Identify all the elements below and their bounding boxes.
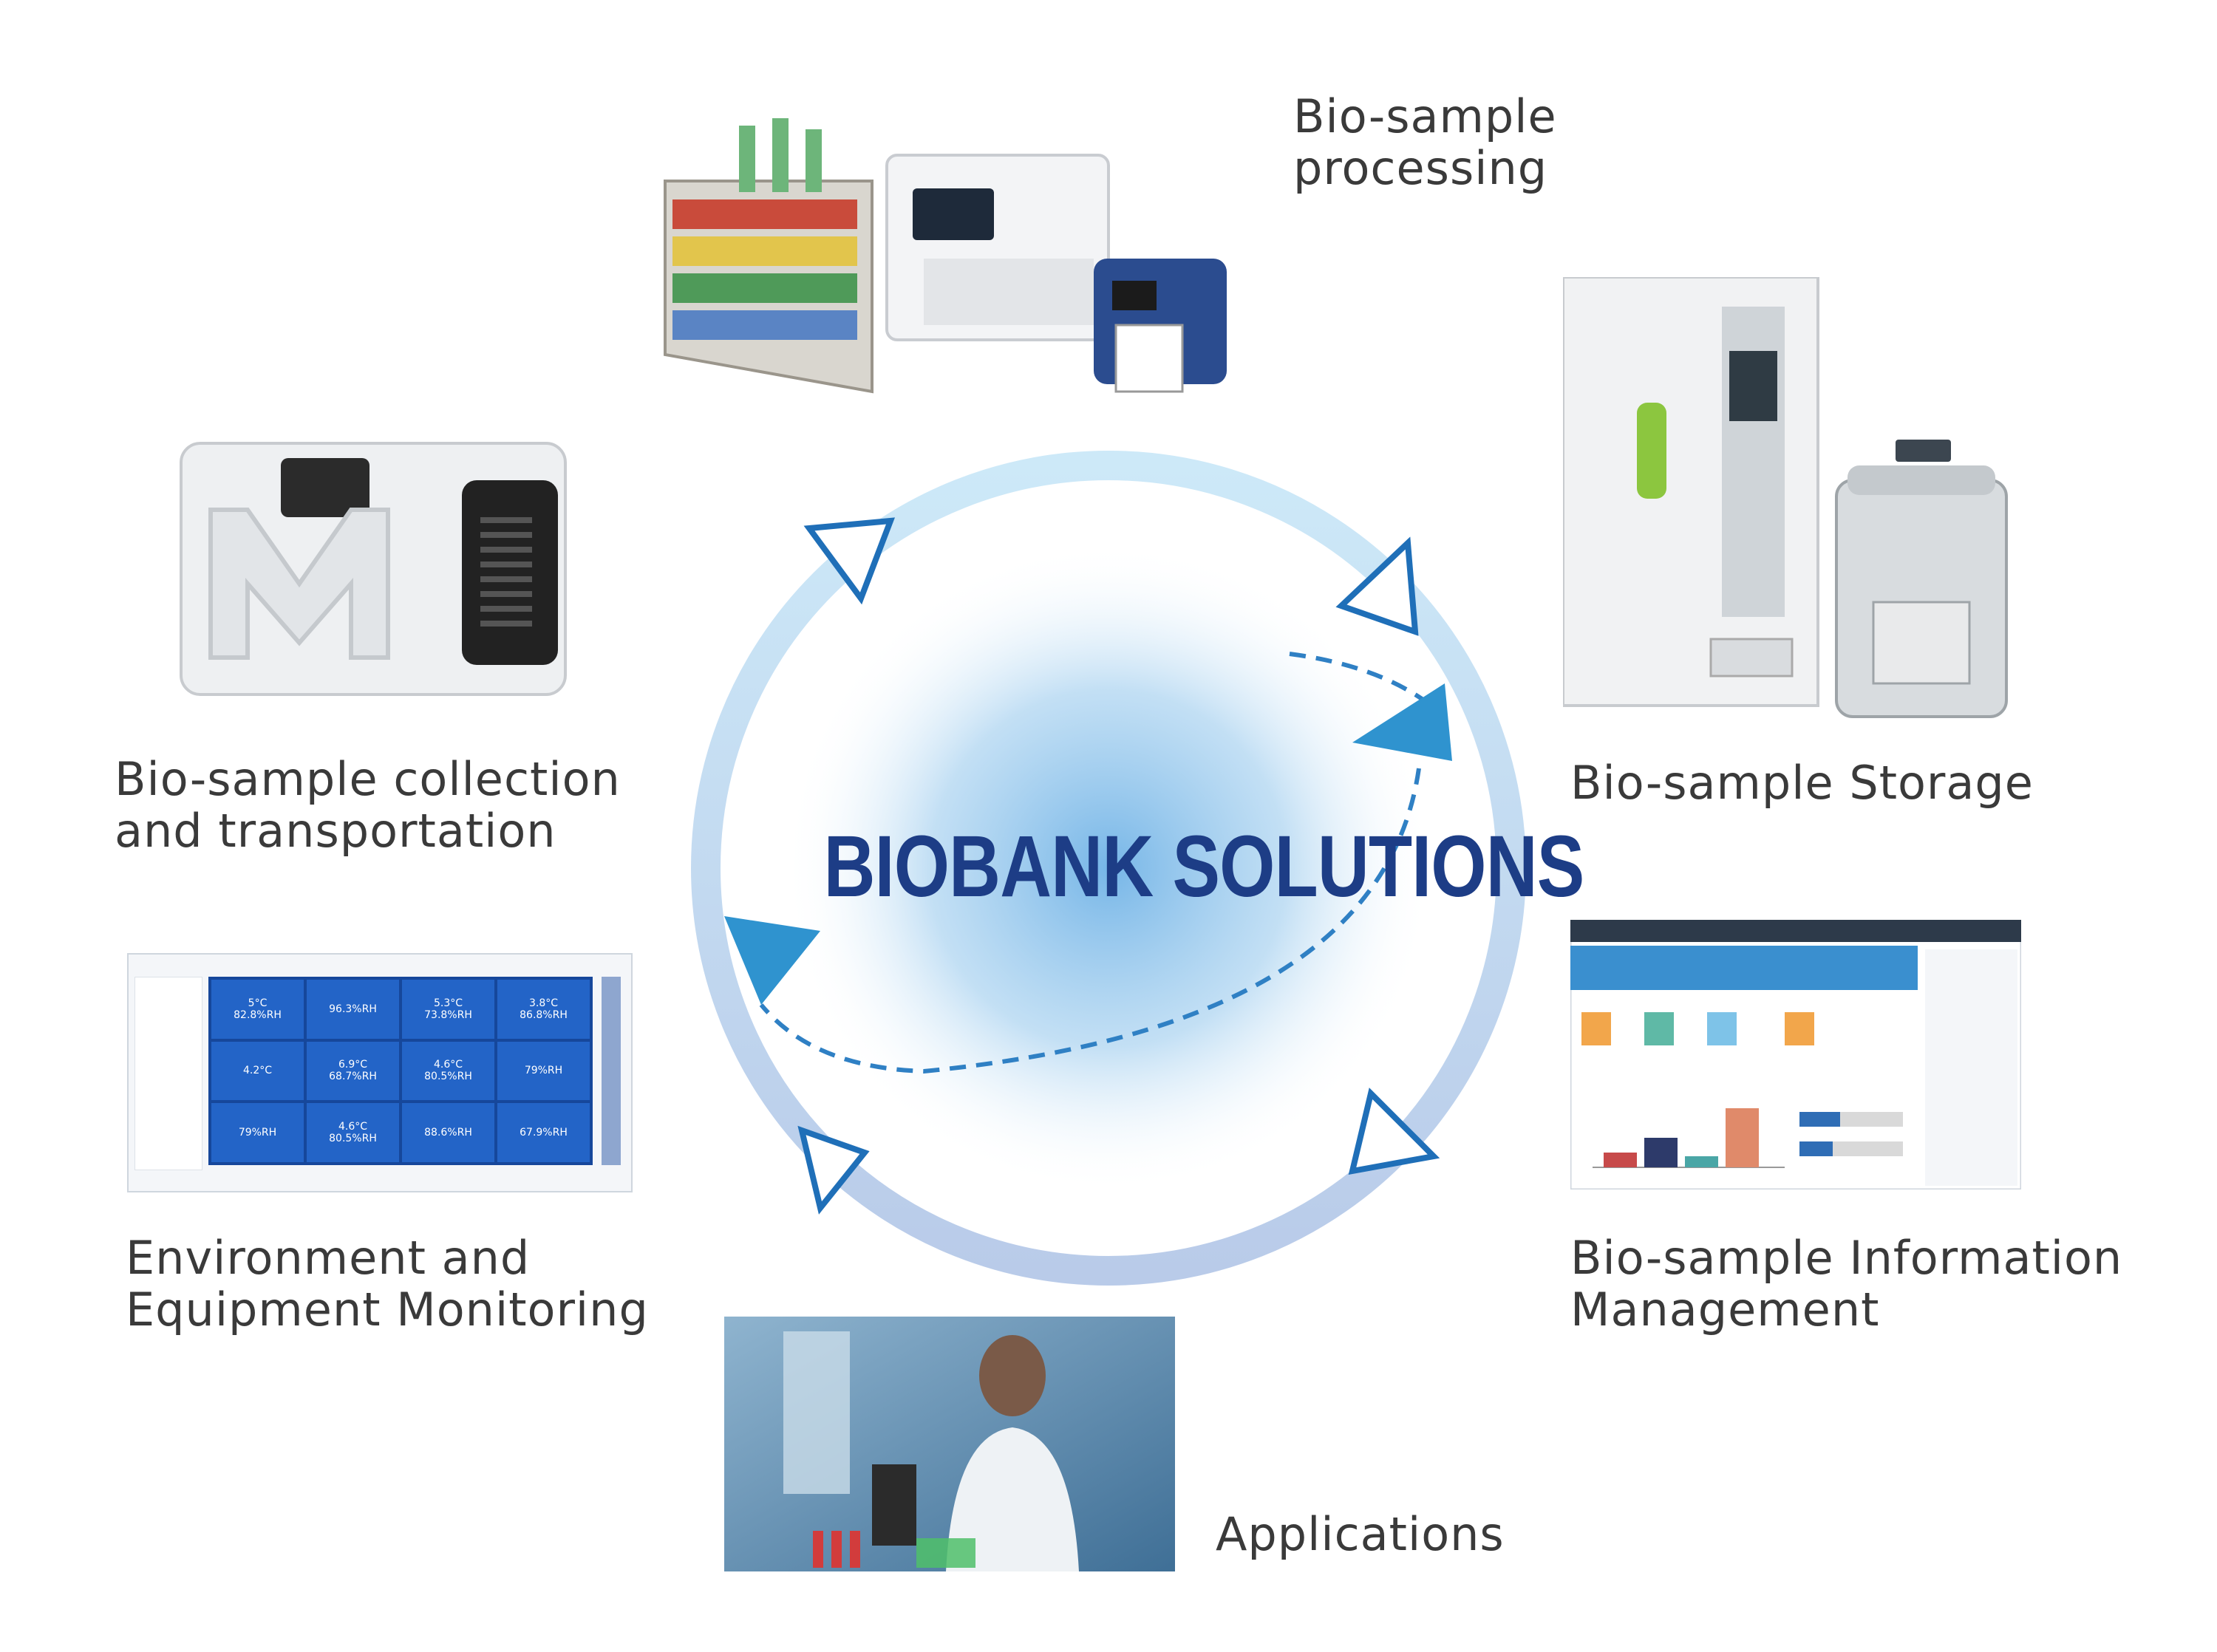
reading-tile: 79%RH: [211, 1103, 304, 1162]
label-applications: Applications: [1216, 1509, 1505, 1560]
ring-arrow-top-right: [1335, 536, 1419, 636]
outer-ring: [691, 451, 1526, 1286]
label-info-line2: Management: [1570, 1283, 1880, 1337]
info-management-dashboard-image: [1570, 920, 2021, 1189]
reading-temperature: 5°C: [248, 997, 268, 1009]
label-processing: Bio-sample processing: [1293, 91, 1557, 194]
reading-humidity: 73.8%RH: [424, 1008, 472, 1021]
label-collection-line2: and transportation: [115, 804, 556, 858]
arrow-head-right: [1352, 683, 1452, 761]
vent-slots: [480, 517, 532, 627]
ring-arrow-bottom-left: [797, 1125, 870, 1215]
label-storage-line1: Bio-sample Storage: [1570, 756, 2034, 810]
ultra-low-freezer: [1563, 277, 1819, 707]
label-storage: Bio-sample Storage: [1570, 757, 2034, 809]
reading-humidity: 96.3%RH: [329, 1003, 377, 1015]
reading-humidity: 80.5%RH: [424, 1071, 472, 1083]
label-info-management: Bio-sample Information Management: [1570, 1232, 2122, 1336]
dashboard-sidebar: [134, 977, 202, 1170]
storage-freezer-image: [1563, 277, 2008, 718]
progress-bars: [1799, 1112, 1903, 1156]
test-tubes: [813, 1531, 975, 1568]
bar-chart: [1593, 1108, 1785, 1168]
reading-temperature: 4.6°C: [433, 1059, 463, 1071]
reading-humidity: 88.6%RH: [424, 1127, 472, 1139]
reading-humidity: 80.5%RH: [329, 1133, 377, 1145]
ring-arrow-bottom-right: [1348, 1088, 1440, 1175]
label-monitoring-line2: Equipment Monitoring: [126, 1283, 649, 1337]
transport-box-image: [180, 442, 567, 696]
dashboard-scrollbar: [602, 977, 621, 1165]
reading-tile: 67.9%RH: [497, 1103, 590, 1162]
reading-tile: 79%RH: [497, 1041, 590, 1101]
label-info-line1: Bio-sample Information: [1570, 1231, 2123, 1285]
processing-equipment-image: [664, 118, 1227, 394]
reading-humidity: 79%RH: [238, 1127, 277, 1139]
reading-humidity: 82.8%RH: [234, 1008, 282, 1021]
label-collection: Bio-sample collection and transportation: [115, 754, 621, 857]
reading-humidity: 68.7%RH: [329, 1071, 377, 1083]
reading-tile: 4.2°C: [211, 1041, 304, 1101]
reading-humidity: 86.8%RH: [520, 1008, 568, 1021]
label-processing-line1: Bio-sample: [1293, 89, 1557, 143]
arrow-head-left: [724, 916, 820, 1005]
reading-temperature: 3.8°C: [528, 997, 559, 1009]
label-monitoring: Environment and Equipment Monitoring: [126, 1232, 649, 1336]
center-glow: [783, 543, 1434, 1193]
reading-tile: 88.6%RH: [402, 1103, 494, 1162]
liquid-nitrogen-tank: [1835, 440, 2008, 718]
label-collection-line1: Bio-sample collection: [115, 752, 621, 806]
reading-humidity: 67.9%RH: [520, 1127, 568, 1139]
reading-temperature: 6.9°C: [338, 1059, 368, 1071]
label-applications-line1: Applications: [1216, 1507, 1505, 1561]
label-printer: [1094, 259, 1227, 393]
reading-tile: 96.3%RH: [307, 980, 399, 1039]
reading-temperature: 4.2°C: [242, 1065, 273, 1077]
centrifuge: [885, 154, 1110, 341]
lab-scientist-photo: [724, 1317, 1175, 1571]
center-title: BIOBANK SOLUTIONS: [823, 818, 1585, 915]
label-monitoring-line1: Environment and: [126, 1231, 531, 1285]
dashed-arrow-bottom: [759, 768, 1421, 1074]
ring-arrow-top-left: [803, 517, 896, 605]
info-cards: [1581, 1012, 1814, 1045]
reading-temperature: 4.6°C: [338, 1121, 368, 1133]
label-processing-line2: processing: [1293, 141, 1548, 195]
tube-rack: [664, 118, 873, 394]
reading-humidity: 79%RH: [524, 1065, 563, 1077]
reading-temperature: 5.3°C: [433, 997, 463, 1009]
